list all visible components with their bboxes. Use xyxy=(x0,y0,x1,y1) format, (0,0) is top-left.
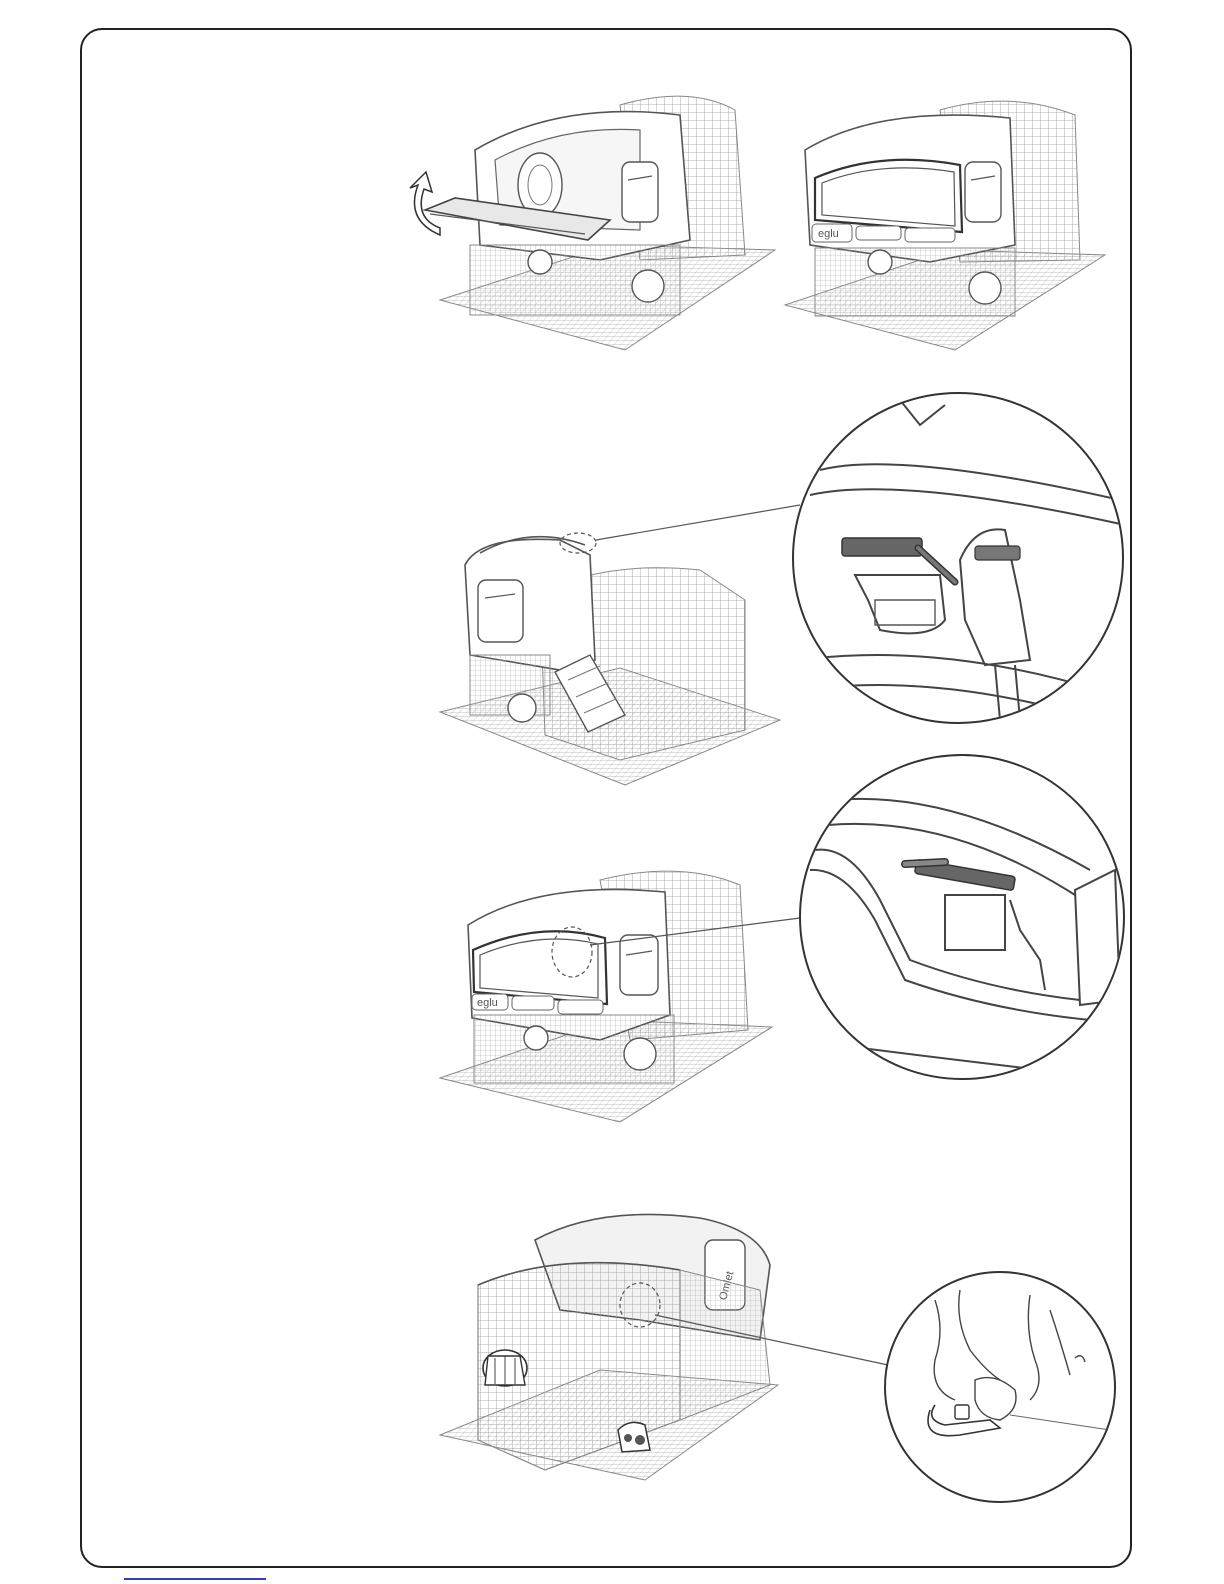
drinker xyxy=(618,1422,650,1452)
footer-rule xyxy=(124,1578,266,1580)
wheel-right xyxy=(624,1038,656,1070)
side-vent xyxy=(620,935,658,995)
logo-text: eglu xyxy=(818,228,839,240)
step4-run-view-illustration: Omlet xyxy=(440,1214,888,1480)
feeder xyxy=(483,1350,527,1386)
step2-rear-view-illustration xyxy=(440,505,800,785)
detail-circle xyxy=(793,393,1123,723)
detail-clip-callout xyxy=(885,1272,1115,1502)
callout-line xyxy=(596,505,800,540)
side-vent xyxy=(622,162,658,222)
logo-text: eglu xyxy=(477,997,498,1009)
detail-pin-lock-callout xyxy=(800,755,1130,1080)
hinge-pin xyxy=(842,538,922,556)
wheel-right xyxy=(969,272,1001,304)
wheel xyxy=(508,694,536,722)
rotate-arrow-icon xyxy=(410,172,440,235)
wheel-left xyxy=(868,250,892,274)
step1-tray-closed-illustration: eglu xyxy=(785,101,1105,350)
wheel-left xyxy=(528,250,552,274)
step1-open-tray-illustration xyxy=(410,96,775,350)
side-vent xyxy=(478,580,523,642)
step3-front-view-illustration: eglu xyxy=(440,871,800,1122)
detail-hinge-pin-callout xyxy=(793,393,1130,730)
wheel-left xyxy=(524,1026,548,1050)
wheel-right xyxy=(632,270,664,302)
side-vent xyxy=(965,162,1001,222)
